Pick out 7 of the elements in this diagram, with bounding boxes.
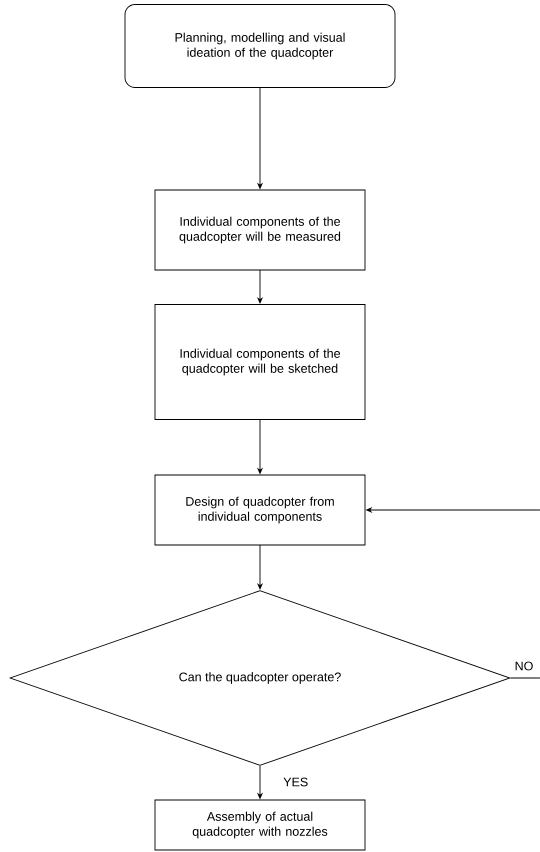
process-box: Design of quadcopter from individual components: [154, 474, 366, 546]
process-box: Assembly of actual quadcopter with nozzles: [154, 800, 366, 850]
edge-label: NO: [516, 662, 533, 670]
start-box: Planning, modelling and visual ideation of the quadcopter: [124, 4, 396, 88]
edge-label: YES: [283, 778, 308, 786]
process-box: Individual components of the quadcopter will be sketched: [154, 304, 366, 420]
process-box: Individual components of the quadcopter will be measured: [154, 190, 366, 270]
